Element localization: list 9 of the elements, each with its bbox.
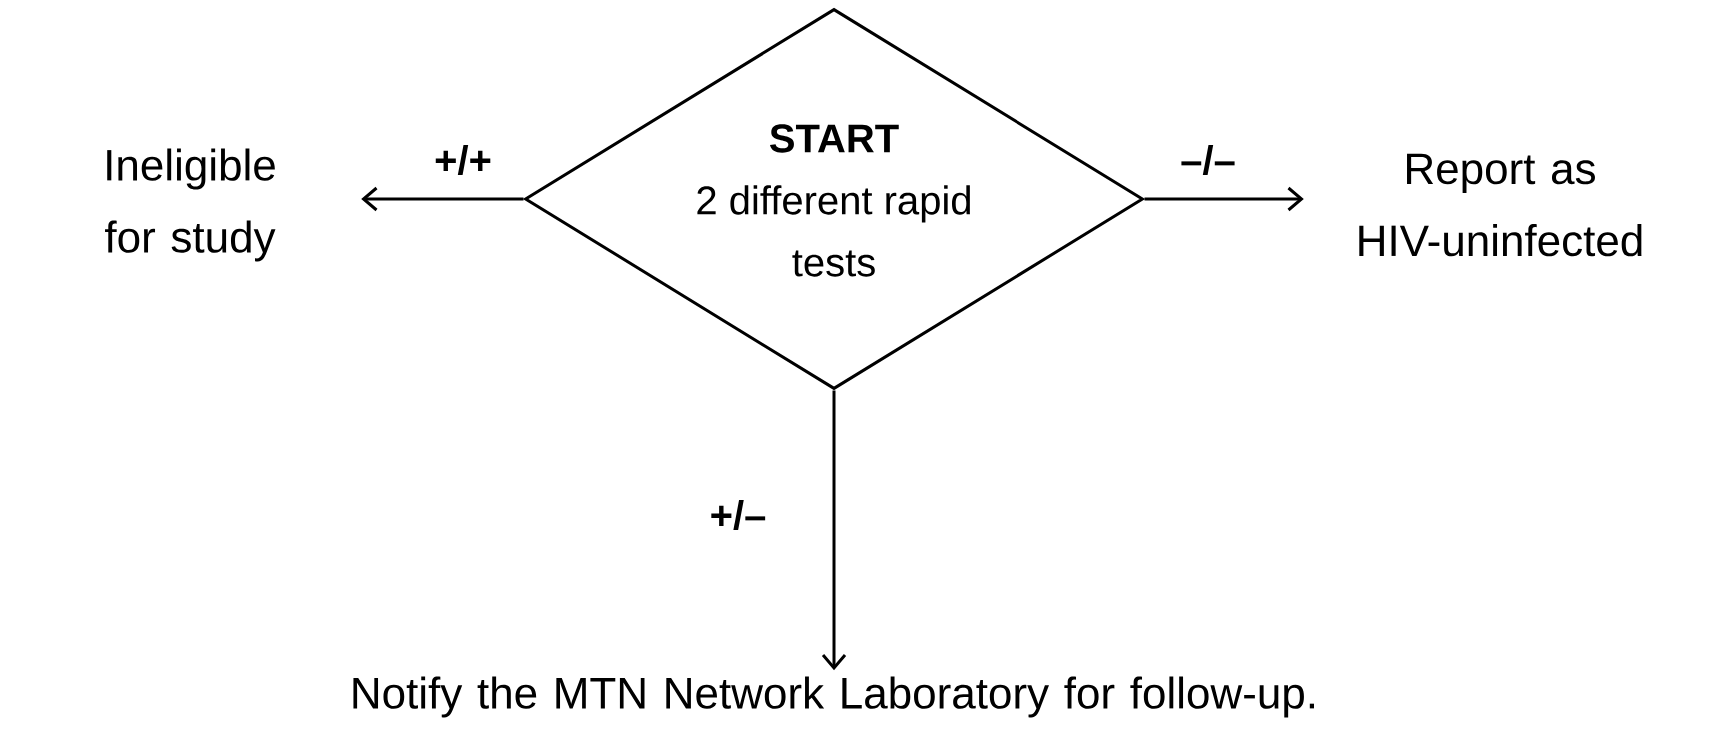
outcome-text: Report as HIV-uninfected	[1359, 153, 1642, 257]
arrow	[821, 390, 847, 671]
outcome-text: Notify the MTN Network Laboratory for follow-up.	[353, 676, 1314, 718]
edge-label: +/+	[432, 143, 494, 177]
arrow	[361, 186, 524, 212]
outcome-text: Ineligible for study	[105, 148, 276, 262]
edge-label: +/–	[707, 498, 769, 532]
edge-label: –/–	[1178, 143, 1238, 177]
arrow	[1144, 186, 1304, 212]
